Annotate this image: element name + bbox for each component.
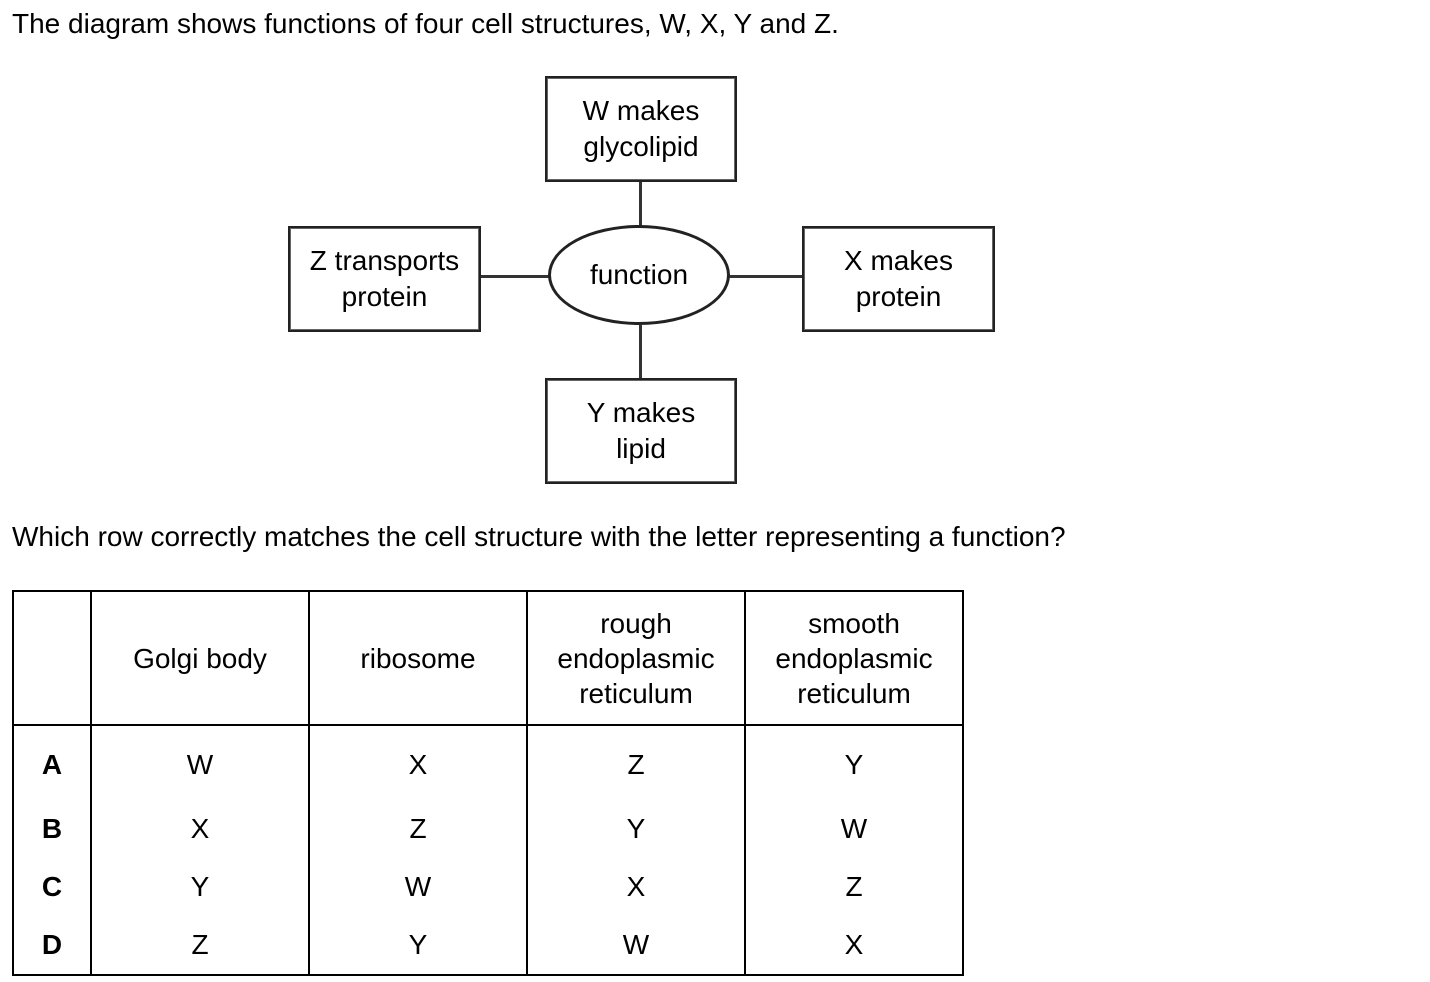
table-cell: Z: [308, 800, 528, 858]
table-row[interactable]: D Z Y W X: [12, 916, 964, 976]
table-row[interactable]: A W X Z Y: [12, 725, 964, 800]
intro-text: The diagram shows functions of four cell…: [12, 8, 839, 39]
table-header-row: Golgi body ribosome rough endoplasmic re…: [12, 590, 964, 726]
header-cell-option: [12, 590, 92, 726]
option-label: D: [12, 916, 92, 976]
table-cell: Z: [90, 916, 310, 976]
box-w-label: W makes glycolipid: [582, 95, 700, 162]
table-cell: X: [744, 916, 964, 976]
table-cell: W: [744, 800, 964, 858]
function-oval-label: function: [589, 259, 689, 290]
connector-bottom: [639, 325, 642, 379]
table-cell: Z: [526, 725, 746, 800]
header-cell-golgi-body: Golgi body: [90, 590, 310, 726]
header-cell-smooth-er: smooth endoplasmic reticulum: [744, 590, 964, 726]
option-label: A: [12, 725, 92, 800]
option-label: C: [12, 858, 92, 916]
connector-right: [729, 275, 803, 278]
option-label: B: [12, 800, 92, 858]
question-text: Which row correctly matches the cell str…: [12, 521, 1066, 552]
table-cell: Y: [526, 800, 746, 858]
header-cell-rough-er: rough endoplasmic reticulum: [526, 590, 746, 726]
connector-top: [639, 180, 642, 226]
table-cell: W: [90, 725, 310, 800]
table-row[interactable]: C Y W X Z: [12, 858, 964, 916]
table-cell: X: [526, 858, 746, 916]
table-cell: Y: [90, 858, 310, 916]
box-z-label: Z transports protein: [309, 245, 460, 312]
header-cell-ribosome: ribosome: [308, 590, 528, 726]
box-x-label: X makes protein: [844, 245, 953, 312]
box-y-label: Y makes lipid: [586, 397, 696, 464]
table-row[interactable]: B X Z Y W: [12, 800, 964, 858]
table-cell: X: [90, 800, 310, 858]
box-z: Z transports protein: [288, 226, 481, 332]
table-cell: W: [308, 858, 528, 916]
answer-table: Golgi body ribosome rough endoplasmic re…: [12, 590, 964, 976]
table-cell: Z: [744, 858, 964, 916]
function-oval: function: [548, 225, 730, 325]
box-y: Y makes lipid: [545, 378, 737, 484]
box-x: X makes protein: [802, 226, 995, 332]
connector-left: [479, 275, 549, 278]
table-cell: X: [308, 725, 528, 800]
table-cell: Y: [308, 916, 528, 976]
table-cell: W: [526, 916, 746, 976]
table-cell: Y: [744, 725, 964, 800]
box-w: W makes glycolipid: [545, 76, 737, 182]
